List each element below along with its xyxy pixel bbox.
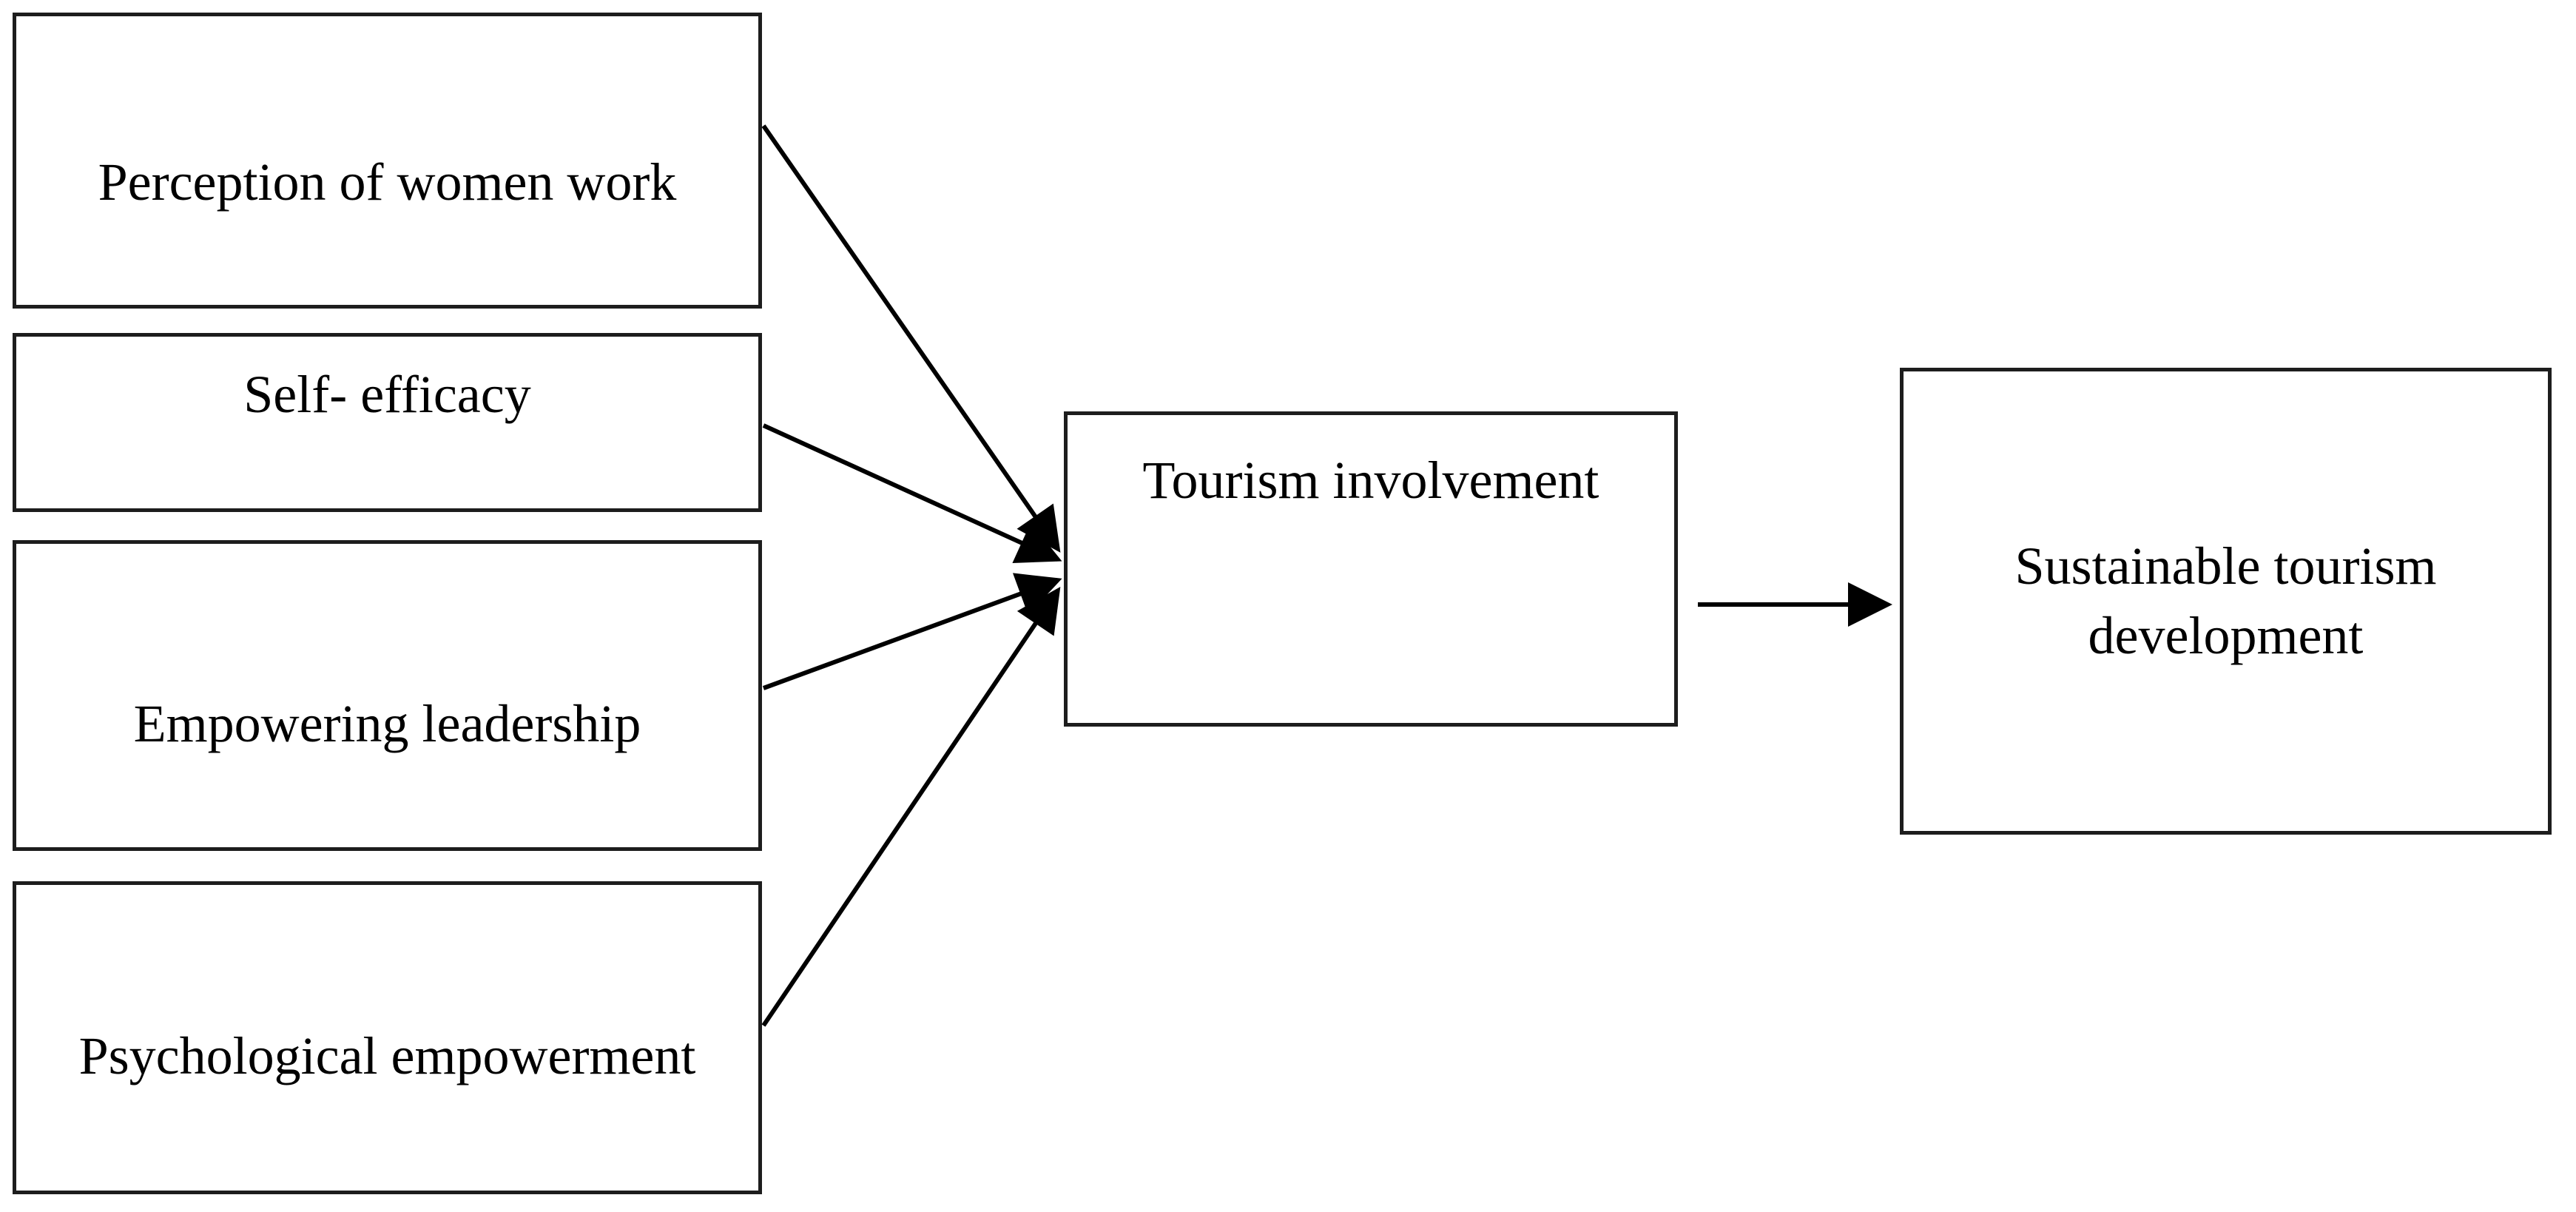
node-empowering-leadership: Empowering leadership <box>13 540 762 851</box>
node-label: Sustainable tourism development <box>2014 536 2437 665</box>
node-label: Perception of women work <box>98 152 677 212</box>
arrow-self-efficacy-to-tourism <box>762 423 1062 563</box>
node-label: Self- efficacy <box>243 365 531 424</box>
arrow-psychological-to-tourism <box>761 587 1061 1027</box>
node-perception-of-women-work: Perception of women work <box>13 13 762 309</box>
node-psychological-empowerment: Psychological empowerment <box>13 881 762 1194</box>
node-sustainable-tourism-development: Sustainable tourism development <box>1900 368 2552 835</box>
node-label: Empowering leadership <box>133 694 641 754</box>
node-self-efficacy: Self- efficacy <box>13 333 762 512</box>
node-label: Psychological empowerment <box>78 1026 696 1085</box>
node-tourism-involvement: Tourism involvement <box>1064 411 1678 727</box>
arrow-empowering-to-tourism <box>762 573 1062 690</box>
arrow-perception-to-tourism <box>761 124 1061 553</box>
node-label: Tourism involvement <box>1142 451 1599 510</box>
